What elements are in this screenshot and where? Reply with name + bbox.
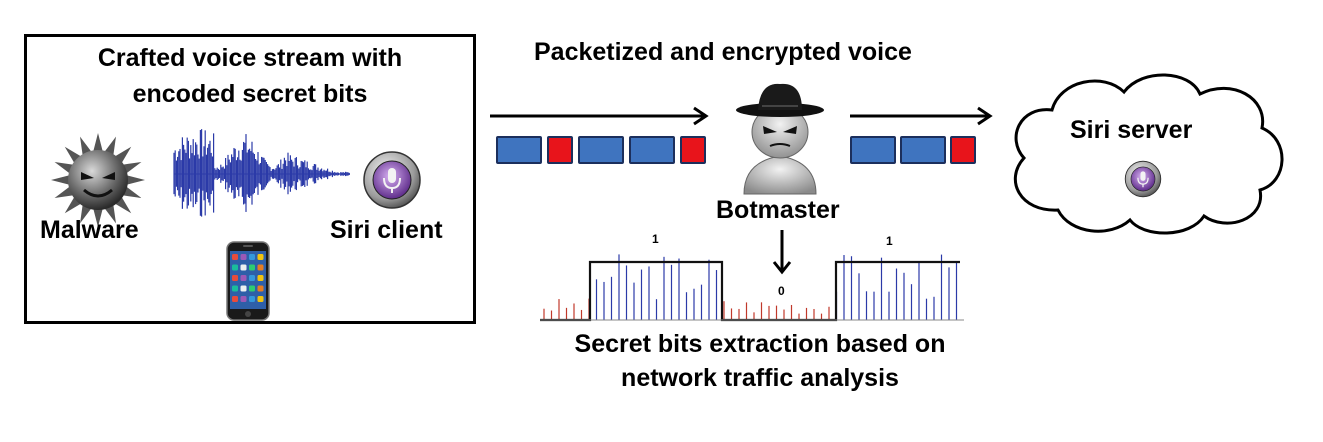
phone-app-icon	[257, 296, 264, 302]
arrow-to-server	[850, 106, 993, 126]
malware-spike	[51, 174, 71, 186]
phone-app-icon	[240, 296, 247, 302]
client-title-line2: encoded secret bits	[132, 80, 368, 108]
siri-server-label: Siri server	[1070, 116, 1193, 144]
packet-red	[950, 136, 976, 164]
phone-app-icon	[249, 275, 255, 281]
bit-label-0: 0	[778, 284, 785, 298]
botmaster-icon	[736, 83, 824, 195]
extraction-line1: Secret bits extraction based on	[574, 330, 946, 358]
phone-app-icon	[249, 296, 255, 302]
siri-client-label: Siri client	[330, 216, 443, 244]
siri-server-icon	[1124, 160, 1162, 198]
packet-blue	[900, 136, 946, 164]
phone-app-icon	[249, 254, 255, 260]
bit-label-2: 1	[886, 234, 893, 248]
phone-app-icon	[232, 254, 238, 260]
cloud-shape	[1013, 73, 1284, 235]
malware-spike	[125, 174, 145, 186]
malware-spike	[92, 133, 104, 153]
packet-red	[547, 136, 573, 164]
phone-app-icon	[232, 285, 238, 292]
extraction-line2: network traffic analysis	[621, 364, 899, 392]
phone-app-icon	[257, 275, 264, 281]
botmaster-label: Botmaster	[716, 196, 840, 224]
phone-app-icon	[249, 264, 255, 271]
malware-spike	[92, 207, 104, 227]
bit-label-1: 1	[652, 232, 659, 246]
packet-blue	[850, 136, 896, 164]
phone-app-icon	[249, 285, 255, 292]
phone-app-icon	[240, 264, 247, 271]
phone-app-icon	[240, 254, 247, 260]
phone-app-icon	[232, 264, 238, 271]
phone-app-icon	[257, 264, 264, 271]
packet-red	[680, 136, 706, 164]
arrow-to-extraction	[772, 230, 792, 275]
siri-client-icon	[363, 151, 421, 209]
phone-app-icon	[240, 285, 247, 292]
client-box	[24, 34, 476, 324]
client-title-line1: Crafted voice stream with	[97, 44, 403, 72]
channel-title: Packetized and encrypted voice	[534, 38, 912, 66]
bit-square-wave	[540, 260, 960, 322]
phone-app-icon	[232, 296, 238, 302]
phone-app-icon	[240, 275, 247, 281]
packet-blue	[578, 136, 624, 164]
phone-icon	[226, 241, 270, 321]
traffic-signal-plot	[540, 254, 964, 322]
phone-app-icon	[257, 254, 264, 260]
malware-icon	[51, 133, 145, 227]
packet-blue	[496, 136, 542, 164]
arrow-to-botmaster	[490, 106, 709, 126]
packet-blue	[629, 136, 675, 164]
phone-app-icon	[257, 285, 264, 292]
voice-waveform	[173, 129, 350, 217]
phone-app-icon	[232, 275, 238, 281]
malware-label: Malware	[40, 216, 139, 244]
